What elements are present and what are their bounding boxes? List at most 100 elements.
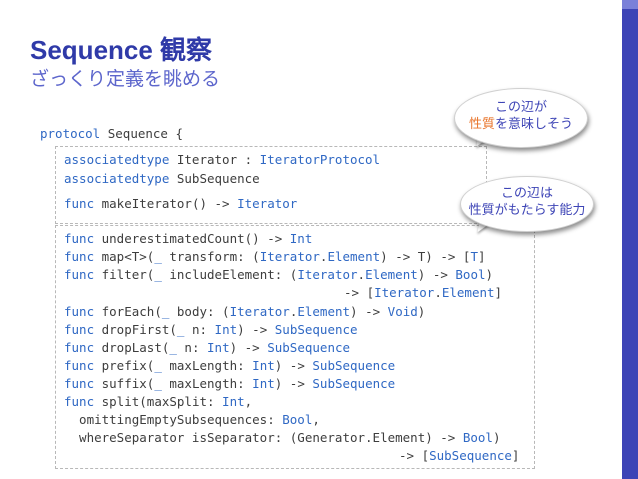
code-text: -> [ [344,285,375,300]
keyword: _ [161,304,170,319]
keyword: func [64,376,95,391]
code-text: ) [492,430,501,445]
type-name: SubSequence [312,358,396,373]
keyword: _ [169,340,177,355]
code-text: ] [511,448,520,463]
keyword: _ [176,322,185,337]
code-text: -> [ [399,448,430,463]
code-text: . [319,249,328,264]
type-name: SubSequence [312,376,396,391]
code-line: func map<T>(_ transform: (Iterator.Eleme… [64,248,486,266]
type-name: Element [327,249,381,264]
type-name: Int [207,340,230,355]
code-text: ) -> [229,340,268,355]
keyword: _ [154,249,162,264]
slide-subtitle: ざっくり定義を眺める [30,68,221,90]
type-name: Element [441,285,495,300]
code-text: transform: ( [161,249,260,264]
code-text: ] [494,285,503,300]
type-name: Element [365,267,418,282]
code-text: prefix( [94,358,155,373]
side-accent-notch [622,0,638,9]
type-name: Bool [455,267,486,282]
code-text: ] [477,249,486,264]
type-name: IteratorProtocol [259,152,381,167]
keyword: _ [154,376,162,391]
code-line: associatedtype SubSequence [64,170,260,188]
code-text: omittingEmptySubsequences: [64,412,283,427]
keyword: associatedtype [64,152,170,167]
callout-highlight: 性質 [468,117,495,132]
code-text: maxLength: [161,376,253,391]
keyword: _ [154,267,162,282]
type-name: Iterator [229,304,290,319]
code-line: func prefix(_ maxLength: Int) -> SubSequ… [64,357,395,375]
slide-title: Sequence 観察 [30,35,213,65]
type-name: Int [289,231,313,246]
code-text: ) [417,304,426,319]
code-text: . [289,304,298,319]
type-name: Void [387,304,418,319]
code-text: SubSequence [169,171,260,186]
keyword: func [64,394,95,409]
type-name: SubSequence [274,322,358,337]
callout-text: を意味しそう [495,117,574,132]
type-name: T [470,249,478,264]
type-name: Int [252,376,275,391]
protocol-declaration: protocol Sequence { [40,125,183,143]
code-text: ) -> [350,304,388,319]
code-text: Sequence { [100,126,184,141]
code-line: func dropLast(_ n: Int) -> SubSequence [64,339,350,357]
code-text: ) -> [237,322,275,337]
code-line: associatedtype Iterator : IteratorProtoc… [64,151,380,169]
keyword: func [64,322,95,337]
code-text: Iterator : [169,152,260,167]
code-text: suffix( [94,376,155,391]
callout-properties: この辺が 性質を意味しそう [454,88,588,148]
code-line: whereSeparator isSeparator: (Generator.E… [64,429,501,447]
callout-line: 性質がもたらす能力 [468,203,586,218]
type-name: Iterator [297,267,358,282]
type-name: SubSequence [267,340,351,355]
keyword: func [64,304,95,319]
code-text: . [434,285,442,300]
type-name: Int [252,358,275,373]
code-line: func suffix(_ maxLength: Int) -> SubSequ… [64,375,395,393]
code-text: ) -> [274,358,313,373]
methods-box: func underestimatedCount() -> Int func m… [55,225,535,469]
keyword: func [64,267,95,282]
type-name: Bool [282,412,313,427]
code-text: maxLength: [161,358,253,373]
keyword: associatedtype [64,171,170,186]
type-name: Int [222,394,245,409]
type-name: SubSequence [429,448,512,463]
code-line: func filter(_ includeElement: (Iterator.… [64,266,493,284]
code-line: func dropFirst(_ n: Int) -> SubSequence [64,321,358,339]
callout-line: この辺は [500,186,553,201]
callout-abilities: この辺は 性質がもたらす能力 [460,176,594,232]
code-text: . [357,267,366,282]
keyword: protocol [40,126,101,141]
code-text: n: [176,340,208,355]
code-text: map<T>( [94,249,155,264]
code-text: split(maxSplit: [94,394,223,409]
code-text: ) [485,267,494,282]
code-text: , [244,394,253,409]
keyword: func [64,231,95,246]
code-text: dropLast( [94,340,170,355]
code-text: , [312,412,320,427]
type-name: Bool [462,430,493,445]
side-accent-bar [622,0,638,479]
code-line: func underestimatedCount() -> Int [64,230,312,248]
type-name: Element [297,304,351,319]
code-line: omittingEmptySubsequences: Bool, [64,411,320,429]
code-text: makeIterator() -> [94,196,238,211]
code-text: ) -> [417,267,456,282]
code-text: whereSeparator isSeparator: (Generator.E… [64,430,463,445]
type-name: Int [214,322,238,337]
code-line: func forEach(_ body: (Iterator.Element) … [64,303,425,321]
keyword: func [64,340,95,355]
code-text: filter( [94,267,155,282]
code-text: n: [184,322,215,337]
code-text: dropFirst( [94,322,177,337]
